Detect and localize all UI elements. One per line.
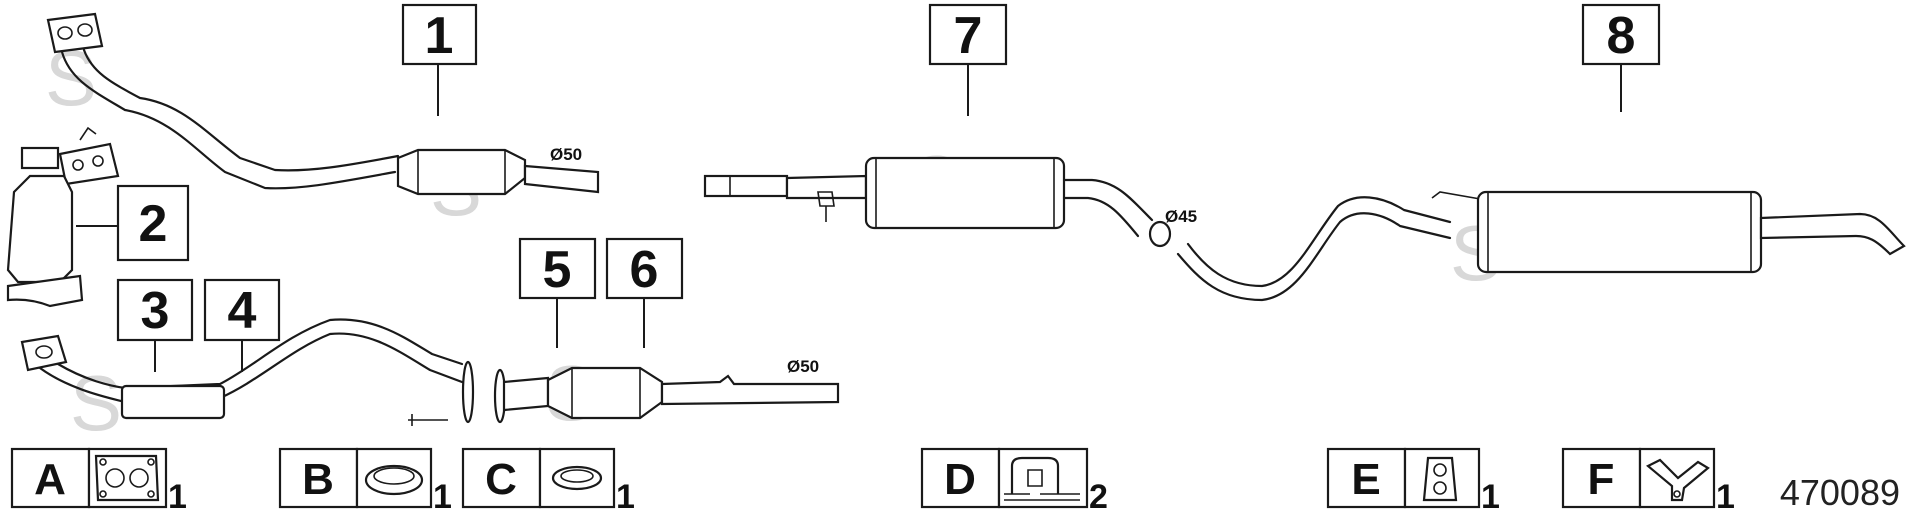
callout-number: 5 xyxy=(543,241,572,299)
catalytic-converter-icon xyxy=(6,174,74,284)
callout-number: 2 xyxy=(139,195,168,253)
accessory-qty: 1 xyxy=(1481,478,1500,514)
manifold-flange-icon xyxy=(58,142,120,186)
callout-3[interactable]: 3 xyxy=(116,278,194,372)
accessory-row: A 1 B 1 C xyxy=(10,447,1900,514)
callout-5[interactable]: 5 xyxy=(518,237,597,348)
muffler-icon xyxy=(864,156,1066,230)
callout-number: 8 xyxy=(1607,7,1636,65)
callout-2[interactable]: 2 xyxy=(76,184,190,262)
part-8-rear-muffler[interactable] xyxy=(1176,190,1906,302)
bracket-icon xyxy=(1646,458,1710,502)
ring-gasket-icon xyxy=(551,465,603,491)
part-7-center-muffler[interactable]: Ø45 xyxy=(703,156,1197,248)
rubber-hanger-icon xyxy=(1422,456,1458,502)
accessory-qty: 1 xyxy=(433,478,452,514)
callout-1[interactable]: 1 xyxy=(401,3,478,116)
callouts: 1 2 3 4 5 6 7 xyxy=(76,3,1661,372)
accessory-qty: 1 xyxy=(168,478,187,514)
watermark: S xyxy=(70,359,122,447)
accessory-letter: F xyxy=(1588,455,1615,504)
accessory-d[interactable]: D 2 xyxy=(920,447,1108,514)
part-1-front-pipe-catalyst[interactable]: Ø50 xyxy=(46,12,600,196)
part-2-manifold-catalyst[interactable] xyxy=(6,126,120,308)
part-5-6-intermediate-catalyst[interactable]: Ø50 xyxy=(493,357,840,424)
catalytic-converter-icon xyxy=(396,148,527,196)
callout-number: 7 xyxy=(954,7,983,65)
diameter-label: Ø50 xyxy=(550,145,582,164)
accessory-letter: E xyxy=(1351,455,1380,504)
accessory-qty: 2 xyxy=(1089,478,1108,514)
part-3-4-middle-pipe[interactable] xyxy=(20,318,475,426)
accessory-a[interactable]: A 1 xyxy=(10,447,187,514)
callout-number: 6 xyxy=(630,241,659,299)
accessory-letter: D xyxy=(944,455,976,504)
manifold-gasket-icon xyxy=(94,454,160,502)
accessory-f[interactable]: F 1 xyxy=(1561,447,1735,514)
callout-4[interactable]: 4 xyxy=(203,278,281,372)
catalytic-converter-icon xyxy=(546,366,664,420)
muffler-icon xyxy=(1476,190,1763,274)
reference-number: 470089 xyxy=(1780,472,1900,513)
accessory-qty: 1 xyxy=(616,478,635,514)
callout-number: 1 xyxy=(425,7,454,65)
accessory-c[interactable]: C 1 xyxy=(461,447,635,514)
callout-6[interactable]: 6 xyxy=(605,237,684,348)
accessory-letter: B xyxy=(302,455,334,504)
flange-icon xyxy=(461,360,475,424)
accessory-qty: 1 xyxy=(1716,478,1735,514)
callout-8[interactable]: 8 xyxy=(1581,3,1661,112)
callout-7[interactable]: 7 xyxy=(928,3,1008,116)
accessory-letter: A xyxy=(34,455,66,504)
flange-icon xyxy=(46,12,104,54)
flange-icon xyxy=(20,334,68,372)
diameter-label: Ø45 xyxy=(1165,207,1197,226)
accessory-e[interactable]: E 1 xyxy=(1326,447,1500,514)
tailpipe-icon xyxy=(1759,212,1906,256)
callout-number: 3 xyxy=(141,282,170,340)
clamp-icon xyxy=(1004,456,1080,501)
accessory-b[interactable]: B 1 xyxy=(278,447,452,514)
ring-gasket-icon xyxy=(364,464,424,496)
diameter-label: Ø50 xyxy=(787,357,819,376)
accessory-letter: C xyxy=(485,455,517,504)
callout-number: 4 xyxy=(228,282,257,340)
